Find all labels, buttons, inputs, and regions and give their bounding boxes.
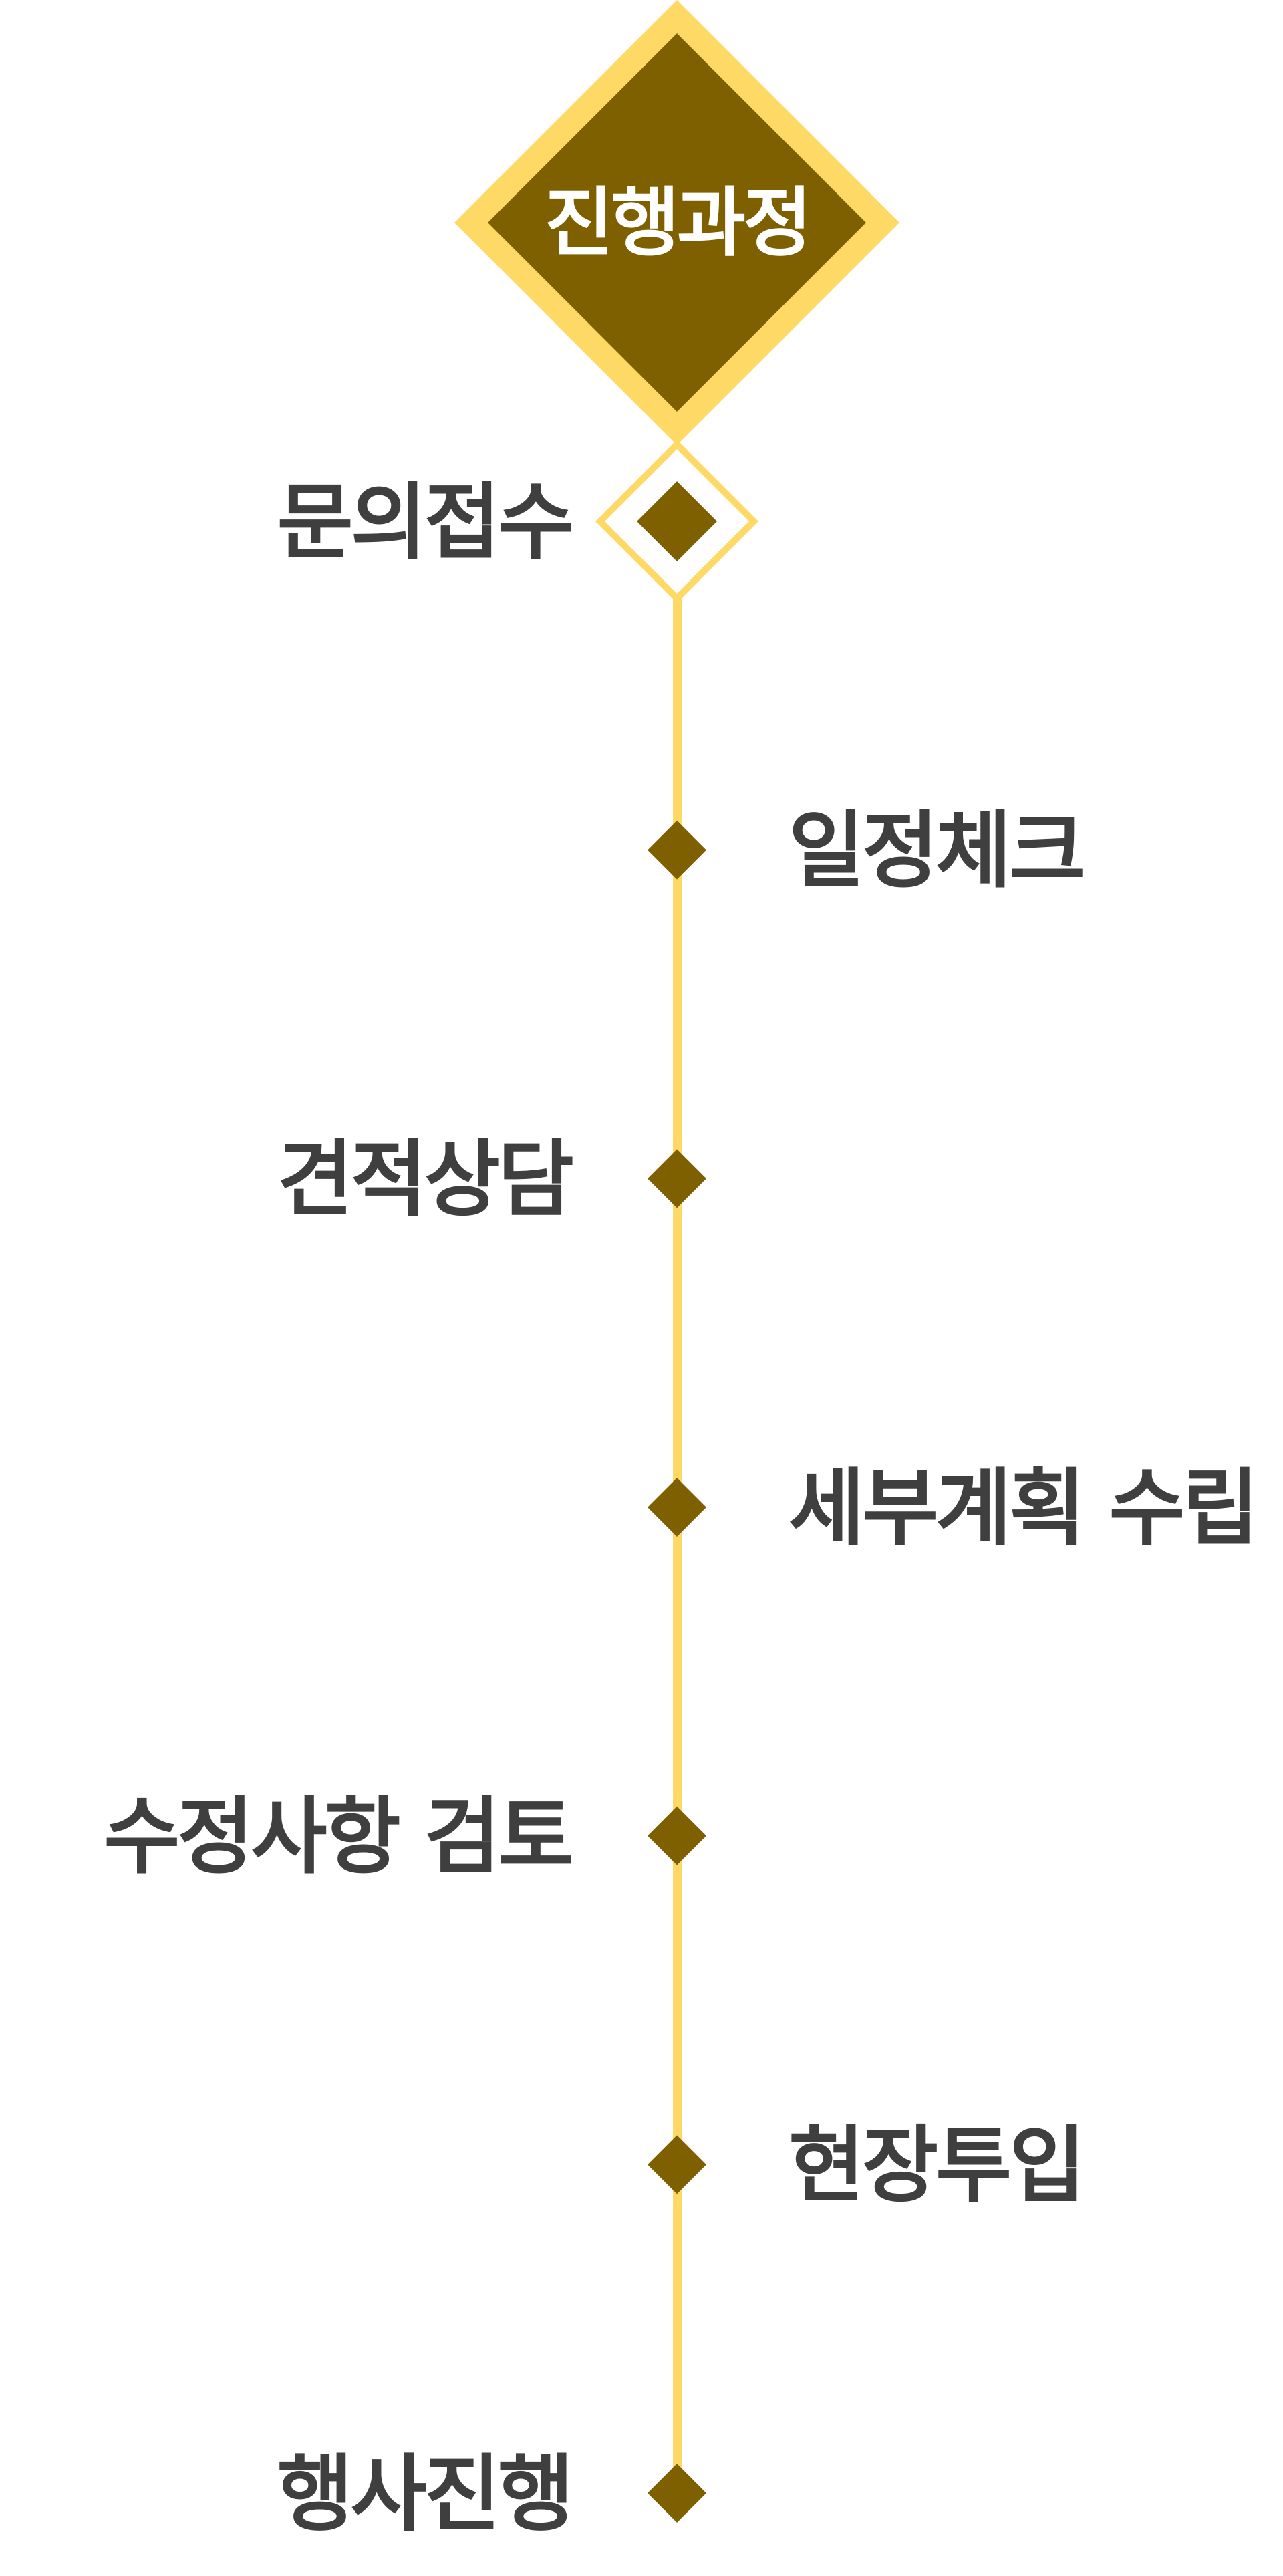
step-marker bbox=[648, 2135, 706, 2194]
step-marker bbox=[648, 1478, 706, 1537]
step-marker bbox=[648, 820, 706, 880]
title-badge-inner-diamond bbox=[488, 33, 866, 412]
first-step-marker bbox=[595, 439, 759, 604]
step-marker bbox=[648, 1806, 706, 1865]
title-badge: 진행과정 bbox=[454, 0, 899, 445]
step-label: 견적상담 bbox=[277, 1132, 573, 1228]
step-marker bbox=[648, 1149, 706, 1208]
step-label: 일정체크 bbox=[789, 803, 1083, 900]
step-label: 수정사항 검토 bbox=[104, 1789, 571, 1886]
title-text: 진행과정 bbox=[545, 180, 809, 267]
step-label: 행사진행 bbox=[277, 2446, 571, 2543]
first-step-inner-diamond bbox=[637, 481, 717, 561]
timeline-line bbox=[673, 588, 682, 2493]
step-marker bbox=[648, 2464, 706, 2523]
step-label: 세부계획 수립 bbox=[789, 1460, 1256, 1557]
step-label: 문의접수 bbox=[277, 475, 571, 571]
step-label: 현장투입 bbox=[789, 2117, 1083, 2214]
steps-layer bbox=[648, 820, 706, 2523]
